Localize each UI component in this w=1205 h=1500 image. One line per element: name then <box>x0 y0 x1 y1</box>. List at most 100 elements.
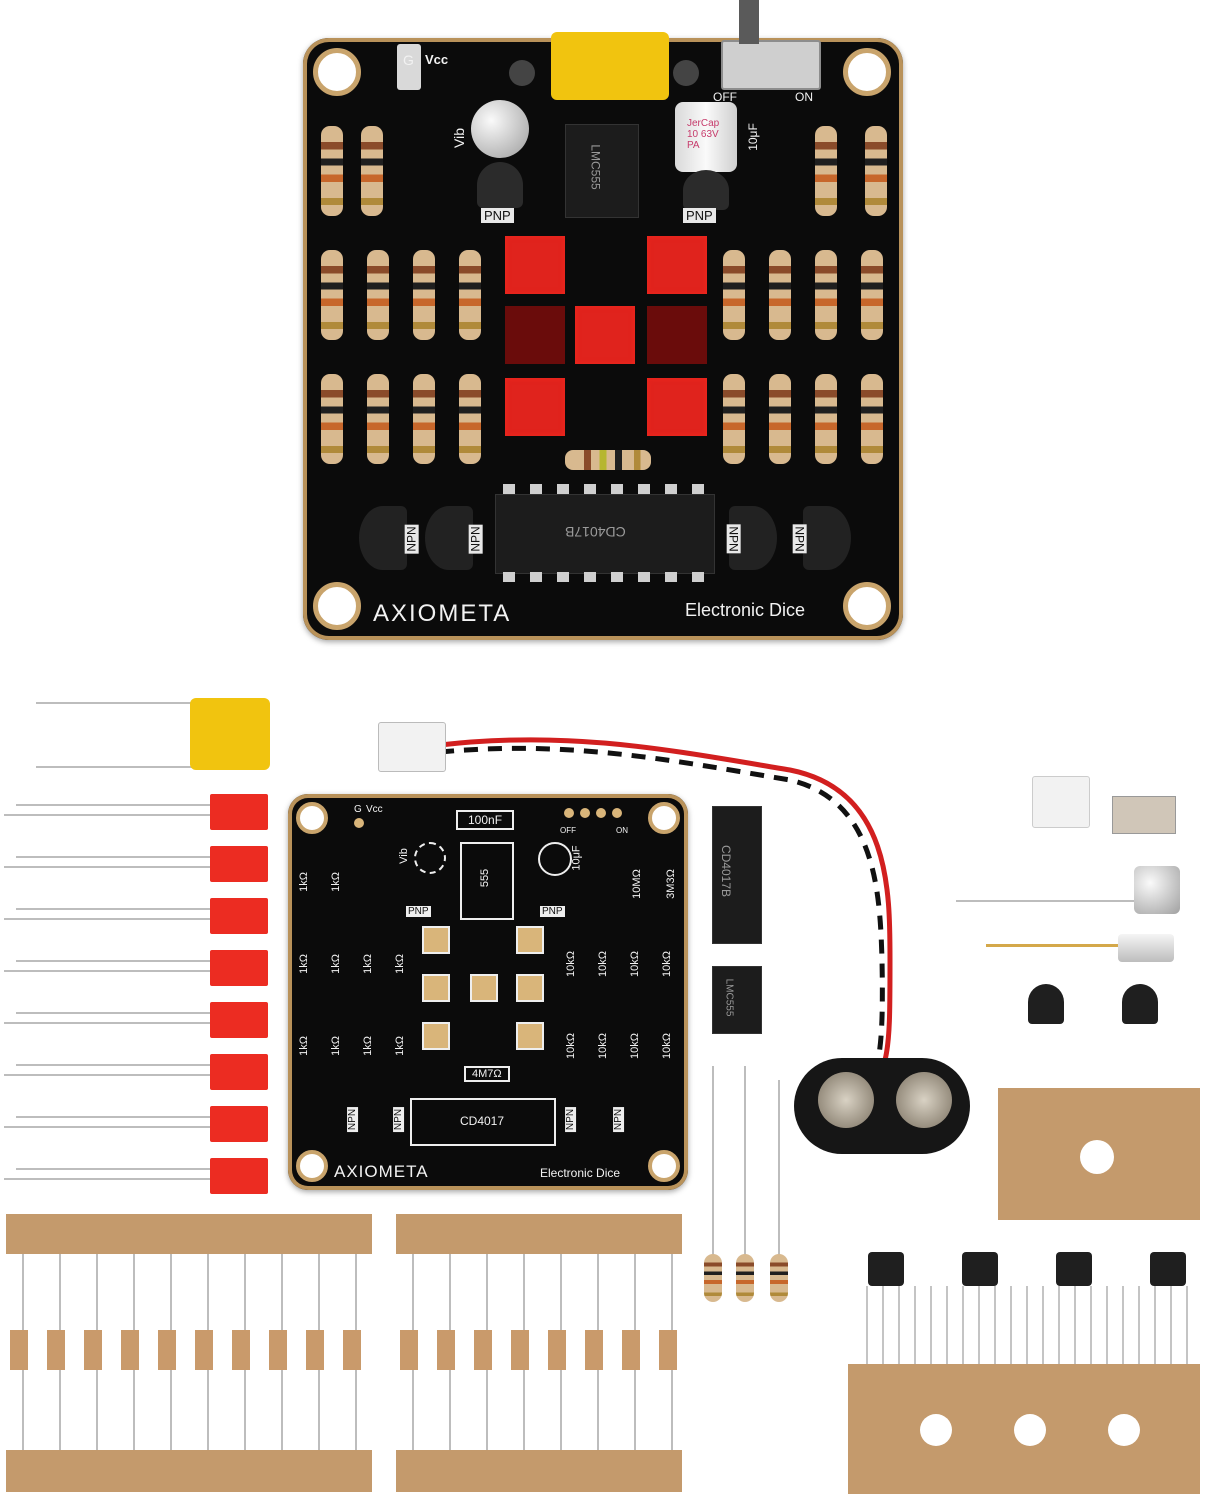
dice-led <box>647 236 707 294</box>
npn-label: NPN <box>726 524 741 554</box>
resistor <box>861 374 883 464</box>
res-label-1k: 1kΩ <box>329 954 342 974</box>
res-label-1k: 1kΩ <box>297 1036 310 1056</box>
ic-cd4017 <box>495 494 715 574</box>
battery-terminal <box>896 1072 952 1128</box>
res-label-1k: 1kΩ <box>329 1036 342 1056</box>
npn-label: NPN <box>613 1106 625 1133</box>
lead-wire <box>4 1022 212 1024</box>
lead-wire <box>4 866 212 868</box>
loose-led <box>210 898 268 934</box>
lead-wire <box>4 1178 212 1180</box>
lead-wire <box>956 900 1146 902</box>
mounting-hole <box>843 48 891 96</box>
npn-label: NPN <box>792 524 807 554</box>
dice-led <box>647 306 707 364</box>
brand-logo: AXIOMETA <box>334 1162 429 1181</box>
lead-wire <box>16 960 212 962</box>
led-footprint <box>516 1022 544 1050</box>
electrolytic-capacitor <box>675 102 737 172</box>
lead-wire <box>4 918 212 920</box>
lead-wire <box>16 856 212 858</box>
loose-led <box>210 1054 268 1090</box>
jst-connector <box>378 722 446 772</box>
cap-text: JerCap 10 63V PA <box>687 118 720 151</box>
lead-wire <box>36 766 196 768</box>
ic-pin <box>503 484 707 494</box>
lead-wire <box>16 908 212 910</box>
lead-wire <box>16 804 212 806</box>
resistor-strip <box>400 1330 680 1370</box>
yellow-capacitor <box>551 32 669 100</box>
vcc-label: Vcc <box>425 52 449 67</box>
vibration-sensor-loose <box>1134 866 1180 914</box>
switch-off-label: OFF <box>560 826 576 835</box>
res-label-1k: 1kΩ <box>329 872 342 892</box>
resistor-strip <box>10 1330 370 1370</box>
switch-on-label: ON <box>795 90 813 104</box>
tape-hole <box>1080 1140 1114 1174</box>
mounting-screw <box>673 60 699 86</box>
mounting-hole <box>313 48 361 96</box>
npn-transistor <box>803 506 851 570</box>
cap-10uf-footprint <box>538 842 572 876</box>
ic-555 <box>565 124 639 218</box>
resistor <box>413 250 435 340</box>
cap-value-label: 10μF <box>745 123 760 151</box>
resistor <box>565 450 651 470</box>
brand-logo: AXIOMETA <box>373 600 512 627</box>
resistor <box>413 374 435 464</box>
product-name: Electronic Dice <box>540 1166 621 1180</box>
lead-wire <box>16 1012 212 1014</box>
resistor <box>321 250 343 340</box>
loose-ic-555-text: LMC555 <box>723 978 735 1017</box>
bare-pcb: G Vcc 100nF OFF ON Vib 555 10μF PNP PNP … <box>288 794 688 1190</box>
switch-knob[interactable] <box>739 0 759 44</box>
pnp-label-right: PNP <box>540 906 565 917</box>
vib-label: Vib <box>450 128 467 148</box>
mounting-hole <box>648 1150 680 1182</box>
tape-hole <box>920 1414 952 1446</box>
resistor <box>769 250 791 340</box>
ic-555-footprint <box>460 842 514 920</box>
mounting-hole <box>296 802 328 834</box>
resistor <box>815 126 837 216</box>
resistor <box>459 374 481 464</box>
resistor <box>865 126 887 216</box>
led-footprint <box>422 1022 450 1050</box>
chip-555-text: LMC555 <box>588 144 603 190</box>
npn-label: NPN <box>565 1106 577 1133</box>
dice-led <box>575 306 635 364</box>
power-header <box>397 44 421 90</box>
loose-ic-cd4017 <box>712 806 762 944</box>
loose-led <box>210 950 268 986</box>
mounting-hole <box>313 582 361 630</box>
gnd-label: G <box>354 804 362 815</box>
resistor <box>459 250 481 340</box>
solder-pad <box>564 808 574 818</box>
resistor <box>815 250 837 340</box>
loose-led <box>210 1158 268 1194</box>
slide-switch-loose <box>1112 796 1176 834</box>
solder-pad <box>612 808 622 818</box>
cap-100nf-label: 100nF <box>456 810 515 830</box>
lead-wire <box>4 1074 212 1076</box>
loose-led <box>210 1002 268 1038</box>
npn-transistor <box>425 506 473 570</box>
npn-label: NPN <box>347 1106 359 1133</box>
loose-led <box>210 1106 268 1142</box>
dice-led <box>647 378 707 436</box>
transistor-body <box>1028 984 1064 1024</box>
vcc-label: Vcc <box>366 804 383 815</box>
battery-terminal <box>818 1072 874 1128</box>
slide-switch[interactable] <box>721 40 821 90</box>
ic-4017-label: CD4017 <box>460 1114 505 1128</box>
transistor-body <box>962 1252 998 1286</box>
pnp-transistor <box>477 162 523 208</box>
assembled-pcb: G Vcc OFF ON Vib LMC555 JerCap 10 63V PA… <box>303 0 903 640</box>
resistor <box>367 250 389 340</box>
resistor <box>704 1254 722 1302</box>
lead-wire <box>744 1066 746 1266</box>
solder-pad <box>580 808 590 818</box>
npn-label: NPN <box>404 524 419 554</box>
